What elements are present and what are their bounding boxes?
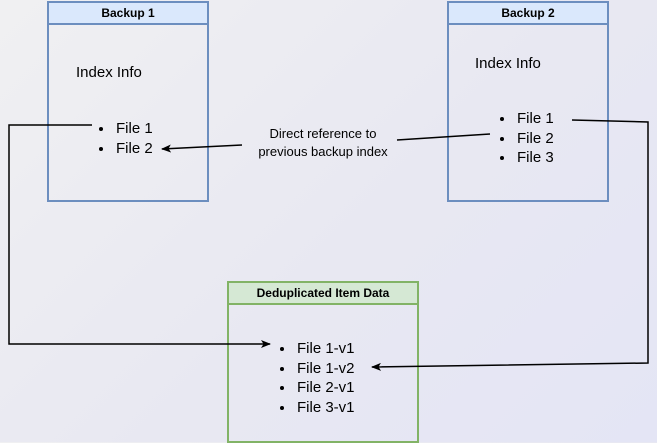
list-item: File 1-v2 [295, 359, 355, 379]
backup-1-title: Backup 1 [49, 3, 207, 25]
backup-2-index-label: Index Info [475, 55, 541, 72]
backup-2-title: Backup 2 [449, 3, 607, 25]
dedup-item-list: File 1-v1 File 1-v2 File 2-v1 File 3-v1 [277, 339, 355, 417]
list-item: File 1 [114, 119, 153, 139]
list-item: File 3-v1 [295, 398, 355, 418]
list-item: File 2-v1 [295, 378, 355, 398]
list-item: File 2 [114, 139, 153, 159]
dedup-title: Deduplicated Item Data [229, 283, 417, 305]
edge-backup2-to-backup1-reference [162, 133, 491, 149]
list-item: File 2 [515, 129, 554, 149]
dedup-container[interactable]: Deduplicated Item Data File 1-v1 File 1-… [227, 281, 419, 443]
list-item: File 1 [515, 109, 554, 129]
list-item: File 1-v1 [295, 339, 355, 359]
edge-backup2-file1-to-dedup [371, 119, 649, 371]
backup-1-container[interactable]: Backup 1 Index Info File 1 File 2 [47, 1, 209, 202]
backup-1-index-label: Index Info [76, 64, 142, 81]
edge-backup1-file1-to-dedup [8, 124, 271, 348]
list-item: File 3 [515, 148, 554, 168]
backup-2-file-list: File 1 File 2 File 3 [497, 109, 554, 168]
backup-2-container[interactable]: Backup 2 Index Info File 1 File 2 File 3 [447, 1, 609, 202]
backup-1-file-list: File 1 File 2 [96, 119, 153, 158]
edge-label-direct-reference: Direct reference to previous backup inde… [258, 126, 388, 159]
